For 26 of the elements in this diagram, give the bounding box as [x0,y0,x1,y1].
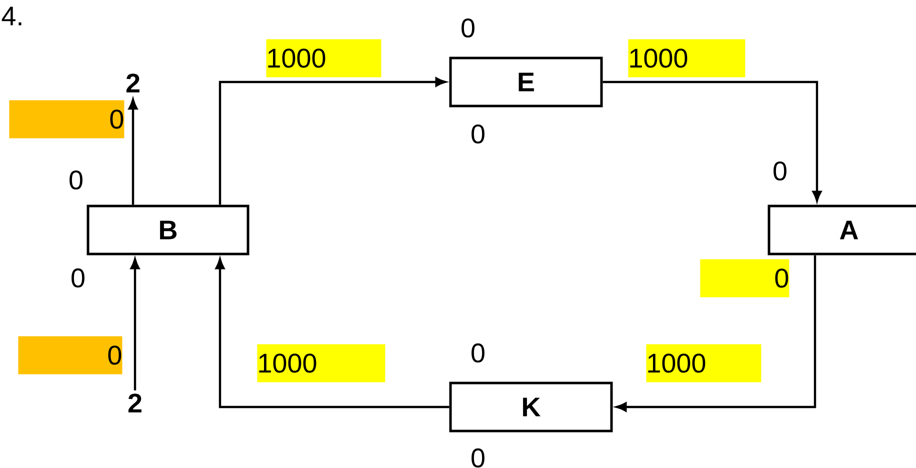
arrow [218,77,446,205]
flow-value: 0 [72,268,84,288]
flow-value: 2 [128,394,142,412]
arrow [128,98,138,205]
flow-value: 0 [462,18,474,38]
arrow [616,255,816,412]
flow-value: 0 [472,448,484,468]
flow-value: 0 [774,161,786,181]
flow-value: 0 [70,170,82,190]
question-number: 4. [2,6,22,26]
flow-value: 0 [472,343,484,363]
flow-value: 2 [126,74,140,92]
highlighted-value: 0 [700,259,790,298]
arrow [130,258,140,390]
edge-label: 1000 [628,39,746,78]
flow-value: 0 [472,124,484,144]
edge-label: 0 [9,100,124,138]
process-box: A [768,204,916,256]
process-box: B [86,204,250,256]
process-box: E [449,56,603,108]
arrow [215,258,450,408]
edge-label: 1000 [266,39,382,78]
process-box: K [449,382,613,432]
edge-label: 0 [18,336,122,374]
edge-label: 1000 [646,344,762,382]
edge-label: 1000 [257,344,386,382]
